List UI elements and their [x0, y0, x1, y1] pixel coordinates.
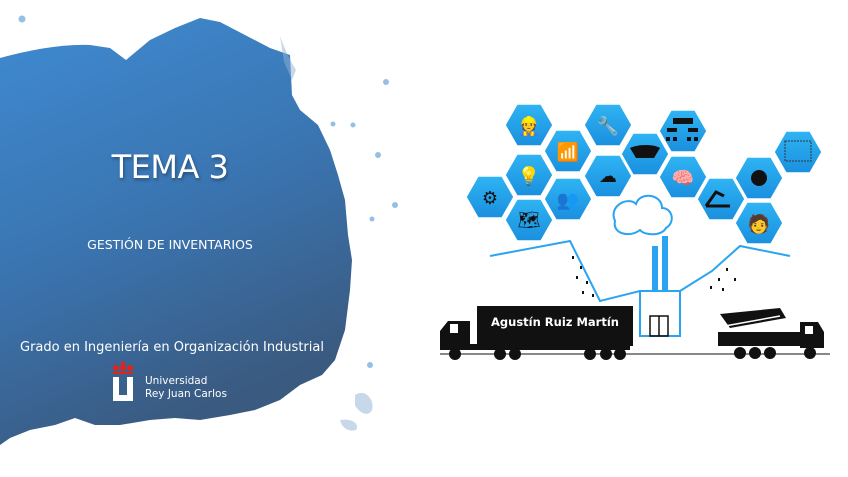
svg-text:☁: ☁: [599, 166, 617, 187]
industry-illustration: 👷 🔧 📶 💡 ☁ 🧠 ⚙ 👥 🗺 🧑: [440, 104, 830, 360]
degree-name: Grado en Ingeniería en Organización Indu…: [20, 340, 324, 355]
org-chart-icon: [659, 110, 707, 152]
urjc-crown-u-logo-icon: [113, 361, 133, 401]
truck-icon: [440, 306, 633, 360]
svg-text:💡: 💡: [518, 165, 540, 187]
svg-text:🧠: 🧠: [672, 168, 694, 189]
university-name: Universidad Rey Juan Carlos: [145, 375, 227, 401]
svg-text:👥: 👥: [557, 190, 579, 211]
author-name: Agustín Ruiz Martín: [491, 315, 619, 329]
slide-title: TEMA 3: [111, 148, 229, 186]
paint-splash-background: [0, 15, 398, 445]
university-logo: Universidad Rey Juan Carlos: [110, 361, 240, 403]
svg-text:👷: 👷: [518, 115, 540, 137]
svg-text:🔧: 🔧: [597, 115, 619, 137]
slide-subtitle: GESTIÓN DE INVENTARIOS: [87, 237, 253, 252]
svg-text:🗺: 🗺: [518, 210, 541, 231]
svg-text:⚙: ⚙: [482, 188, 498, 209]
university-line2: Rey Juan Carlos: [145, 388, 227, 400]
university-line1: Universidad: [145, 375, 208, 387]
svg-text:📶: 📶: [557, 141, 579, 163]
data-grid-icon: [774, 131, 822, 173]
svg-text:🧑: 🧑: [748, 213, 770, 235]
concrete-pump-truck-icon: [718, 308, 824, 359]
